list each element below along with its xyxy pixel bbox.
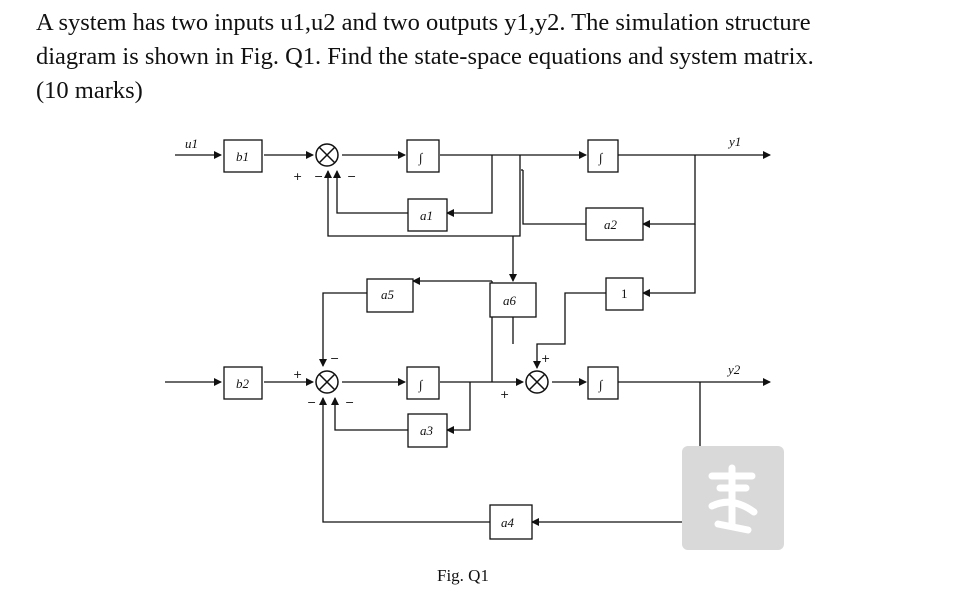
sign-sum1-minus-2: − — [347, 170, 356, 183]
question-line-3: (10 marks) — [36, 77, 143, 104]
wire-a1-sum1 — [333, 170, 408, 214]
sign-sum2-minus-right: − — [345, 396, 354, 409]
label-output-y2: y2 — [726, 362, 741, 377]
figure-caption: Fig. Q1 — [437, 566, 489, 585]
label-a2: a2 — [604, 217, 618, 232]
wire-x2-a1 — [446, 155, 493, 217]
wire-a5-sum2 — [319, 292, 367, 367]
label-a3: a3 — [420, 423, 434, 438]
wire-loop-sum1 — [324, 155, 521, 237]
wire-y2-a4 — [531, 382, 701, 526]
label-output-y1: y1 — [727, 134, 741, 149]
label-a6: a6 — [503, 293, 517, 308]
block-a2 — [585, 207, 644, 241]
sign-sum3-plus-left: + — [500, 388, 509, 401]
block-integrator-2 — [587, 139, 619, 173]
summing-junction-2 — [315, 370, 339, 394]
block-a4 — [489, 504, 533, 540]
question-line-1: A system has two inputs u1,u2 and two ou… — [36, 9, 811, 36]
block-a6 — [489, 282, 537, 318]
block-integrator-3 — [406, 366, 440, 400]
sign-sum2-plus: + — [293, 368, 302, 381]
label-a5: a5 — [381, 287, 395, 302]
wire-a3-sum2 — [331, 397, 408, 431]
block-b2 — [223, 366, 263, 400]
block-a3 — [407, 413, 448, 448]
label-integrator-4: ∫ — [598, 377, 604, 393]
wires — [165, 151, 771, 526]
wire-unity-sum3 — [533, 292, 606, 369]
label-b2: b2 — [236, 376, 250, 391]
wire-y1-a2 — [642, 155, 696, 228]
wire-a4-sum2 — [319, 397, 490, 523]
sign-sum2-minus-top: − — [330, 352, 339, 365]
question-text: A system has two inputs u1,u2 and two ou… — [36, 6, 936, 108]
block-integrator-1 — [406, 139, 440, 173]
summing-junction-3 — [525, 370, 549, 394]
block-integrator-4 — [587, 366, 619, 400]
label-a1: a1 — [420, 208, 433, 223]
label-a4: a4 — [501, 515, 515, 530]
wire-y1-unity — [642, 224, 696, 297]
watermark-logo-icon — [682, 446, 784, 550]
label-b1: b1 — [236, 149, 249, 164]
wire-a2-up — [522, 170, 586, 225]
wire-x3-a3 — [446, 382, 471, 434]
label-integrator-3: ∫ — [418, 377, 424, 393]
summing-junction-1 — [315, 143, 339, 167]
sign-sum3-plus-top: + — [541, 352, 550, 365]
block-b1 — [223, 139, 263, 173]
block-a1 — [407, 198, 448, 232]
sign-sum1-plus: + — [293, 170, 302, 183]
sign-sum2-minus-left: − — [307, 396, 316, 409]
block-unity — [605, 277, 644, 311]
label-integrator-2: ∫ — [598, 150, 604, 166]
sign-sum1-minus: − — [314, 170, 323, 183]
label-unity: 1 — [621, 286, 628, 301]
label-input-u1: u1 — [185, 136, 198, 151]
question-line-2: diagram is shown in Fig. Q1. Find the st… — [36, 43, 814, 70]
block-a5 — [366, 278, 414, 313]
label-integrator-1: ∫ — [418, 150, 424, 166]
